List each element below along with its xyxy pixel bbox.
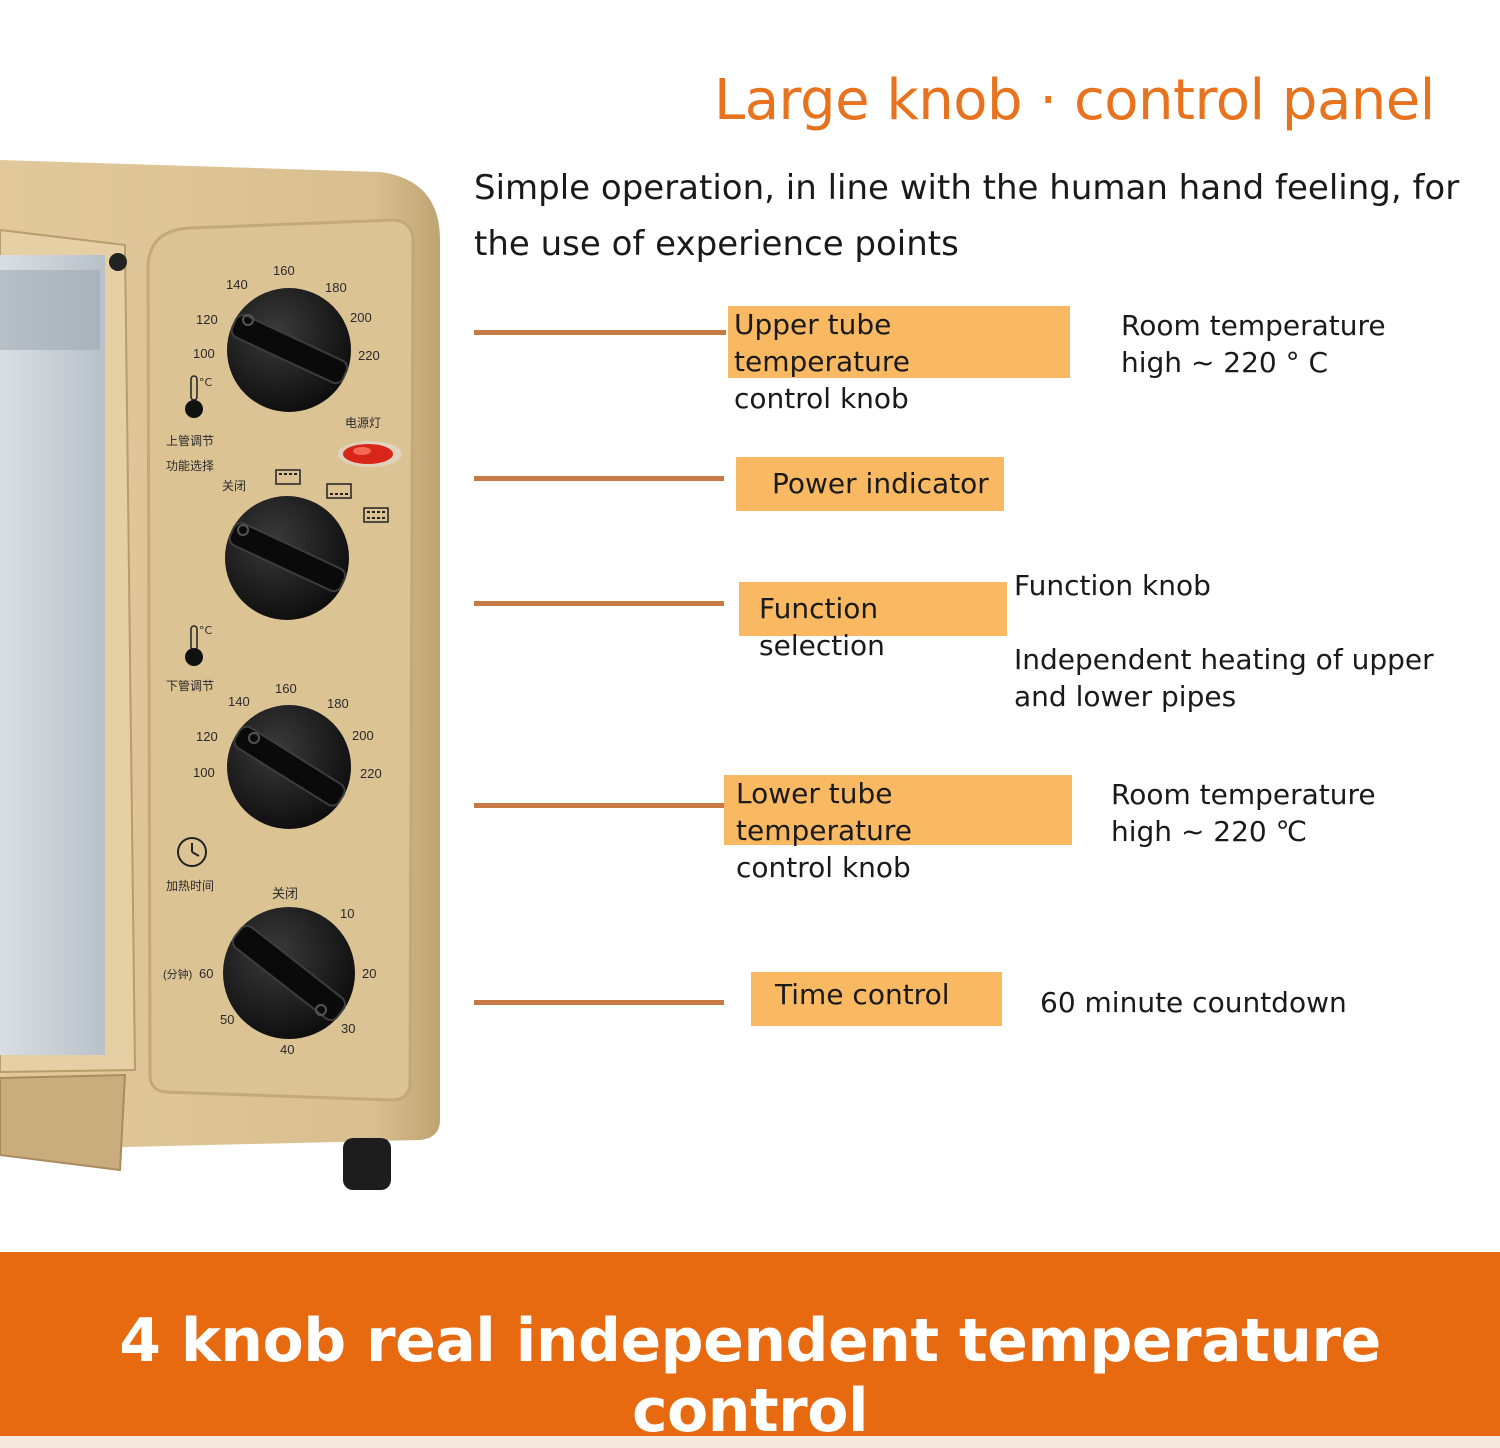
upper-tick: 180 (325, 280, 347, 295)
callout-function-selection-tag: Function selection (739, 582, 1007, 662)
leader-line (474, 1000, 724, 1005)
lower-tick: 200 (352, 728, 374, 743)
upper-unit: °C (199, 376, 213, 389)
lower-tick: 140 (228, 694, 250, 709)
callout-time-control-note: 60 minute countdown (1040, 986, 1347, 1019)
timer-off-label: 关闭 (272, 886, 298, 901)
function-selection-knob[interactable] (225, 496, 349, 620)
function-dial-label: 功能选择 (166, 459, 214, 473)
upper-tick: 200 (350, 310, 372, 325)
heating-mode-icon (363, 507, 389, 523)
timer-tick: 50 (220, 1012, 234, 1027)
timer-tick: 30 (341, 1021, 355, 1036)
callout-time-control-tag: Time control (751, 972, 1002, 1026)
timer-tick: 10 (340, 906, 354, 921)
upper-tick: 220 (358, 348, 380, 363)
callout-power-indicator-tag: Power indicator (736, 457, 1004, 511)
callout-upper-tube-note: Room temperature high ~ 220 ° C (1121, 309, 1386, 379)
callout-upper-tube-tag: Upper tube temperature control knob (728, 306, 1070, 415)
lower-tick: 220 (360, 766, 382, 781)
upper-tick: 100 (193, 346, 215, 361)
lower-tick: 160 (275, 681, 297, 696)
timer-dial-label: 加热时间 (166, 879, 214, 893)
lower-tick: 100 (193, 765, 215, 780)
bottom-strip (0, 1436, 1500, 1448)
banner-text: 4 knob real independent temperature cont… (119, 1306, 1381, 1446)
lower-unit: °C (199, 624, 213, 637)
power-indicator-light (338, 441, 402, 467)
timer-minutes-label: (分钟) (163, 967, 192, 981)
callout-function-selection-note: Function knob Independent heating of upp… (1014, 569, 1434, 713)
control-panel (146, 218, 415, 1102)
timer-tick: 40 (280, 1042, 294, 1057)
heating-mode-icon (275, 469, 301, 485)
oven-illustration: 100 120 140 160 180 200 220 °C 上管调节 功能选择… (0, 160, 440, 1190)
timer-tick: 20 (362, 966, 376, 981)
upper-temperature-knob[interactable] (227, 288, 351, 412)
leader-line (474, 330, 726, 335)
timer-tick: 60 (199, 966, 213, 981)
oven-glass (0, 255, 105, 1055)
time-control-knob[interactable] (223, 907, 355, 1039)
leader-line (474, 803, 724, 808)
lower-temperature-knob[interactable] (227, 705, 351, 829)
power-light-label: 电源灯 (345, 416, 381, 430)
leader-line (474, 601, 724, 606)
callout-lower-tube-note: Room temperature high ~ 220 ℃ (1111, 778, 1376, 848)
upper-tick: 140 (226, 277, 248, 292)
clock-icon (177, 837, 207, 867)
thermometer-icon (185, 625, 203, 666)
lower-dial-label: 下管调节 (166, 678, 214, 693)
heating-mode-icon (326, 483, 352, 499)
function-off-label: 关闭 (222, 479, 246, 493)
page-subtitle: Simple operation, in line with the human… (474, 168, 1460, 264)
lower-tick: 180 (327, 696, 349, 711)
bottom-banner: 4 knob real independent temperature cont… (0, 1252, 1500, 1446)
oven-foot (343, 1138, 391, 1190)
upper-tick: 120 (196, 312, 218, 327)
leader-line (474, 476, 724, 481)
thermometer-icon (185, 375, 203, 418)
upper-dial-label: 上管调节 (166, 433, 214, 448)
upper-tick: 160 (273, 263, 295, 278)
page-title: Large knob · control panel (714, 68, 1435, 133)
callout-lower-tube-tag: Lower tube temperature control knob (724, 775, 1072, 884)
lower-tick: 120 (196, 729, 218, 744)
